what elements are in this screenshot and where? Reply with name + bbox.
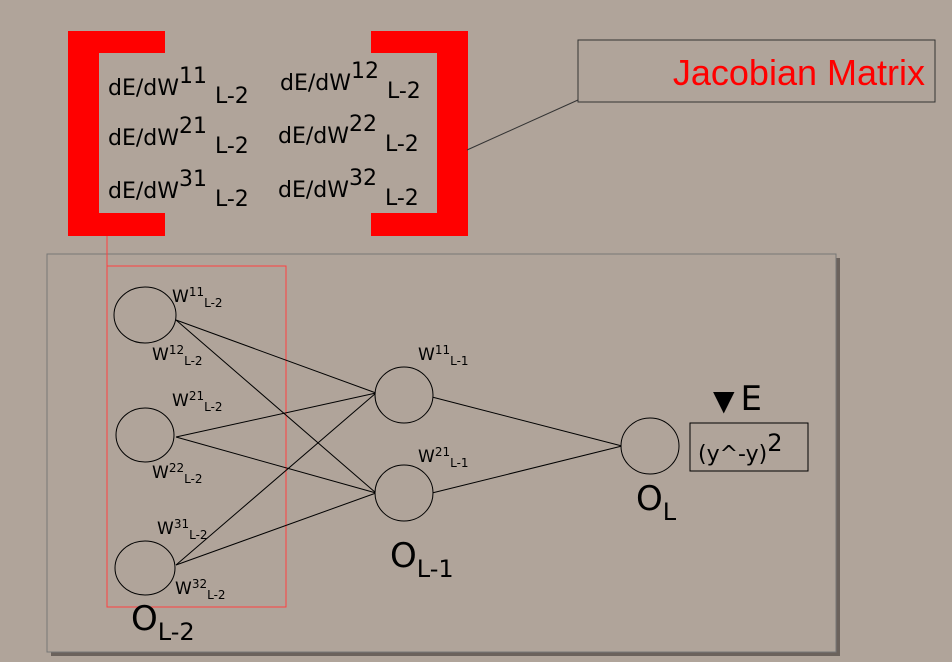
edge-n1-h1 <box>175 319 377 394</box>
edge-n2-h1 <box>175 392 377 438</box>
callout-connector <box>466 99 579 151</box>
connections <box>175 319 623 566</box>
error-formula-box <box>689 422 809 472</box>
matrix-entry: dE/dW21L-2 <box>108 114 249 159</box>
matrix-entry: dE/dW12L-2 <box>280 59 421 104</box>
edge-h1-out <box>431 396 623 447</box>
edge-n3-h2 <box>175 492 377 566</box>
neuron-l1-1 <box>374 366 434 424</box>
matrix-right-bracket <box>371 31 468 236</box>
callout-title: Jacobian Matrix <box>673 52 925 93</box>
weight-label: W32L-2 <box>175 577 226 602</box>
error-formula: (y^-y)2 <box>698 429 782 467</box>
layer-label: OL-1 <box>390 536 454 583</box>
weight-label: W22L-2 <box>152 461 203 486</box>
matrix-entry: dE/dW32L-2 <box>278 166 419 211</box>
weight-label: W21L-1 <box>418 445 469 470</box>
layer-highlight-box <box>106 265 287 608</box>
neuron-l2-3 <box>114 540 176 596</box>
weight-label: W21L-2 <box>172 389 223 414</box>
edge-n2-h2 <box>175 436 377 494</box>
nabla-icon: ▼ <box>713 384 735 417</box>
weight-label: W31L-2 <box>157 517 208 542</box>
weight-label: W11L-2 <box>172 285 223 310</box>
neuron-l2-1 <box>113 286 177 344</box>
gradient-label: ▼E <box>713 379 762 419</box>
weight-label: W12L-2 <box>152 343 203 368</box>
matrix-left-bracket <box>68 31 165 236</box>
matrix-entry: dE/dW31L-2 <box>108 167 249 212</box>
matrix-entries: dE/dW11L-2 dE/dW12L-2 dE/dW21L-2 dE/dW22L-2… <box>108 59 421 212</box>
layer-label: OL-2 <box>131 599 195 646</box>
edge-h2-out <box>431 445 623 494</box>
layer-labels: OL-2 OL-1 OL <box>131 479 677 646</box>
edge-n1-h2 <box>175 319 377 494</box>
edge-n3-h1 <box>175 392 377 566</box>
matrix-entry: dE/dW11L-2 <box>108 64 249 109</box>
layer-label: OL <box>636 479 677 526</box>
callout-box <box>577 39 936 103</box>
neuron-out <box>620 417 680 475</box>
neuron-l1-2 <box>374 464 434 522</box>
weight-label: W11L-1 <box>418 343 469 368</box>
neuron-l2-2 <box>115 407 175 463</box>
matrix-entry: dE/dW22L-2 <box>278 112 419 157</box>
